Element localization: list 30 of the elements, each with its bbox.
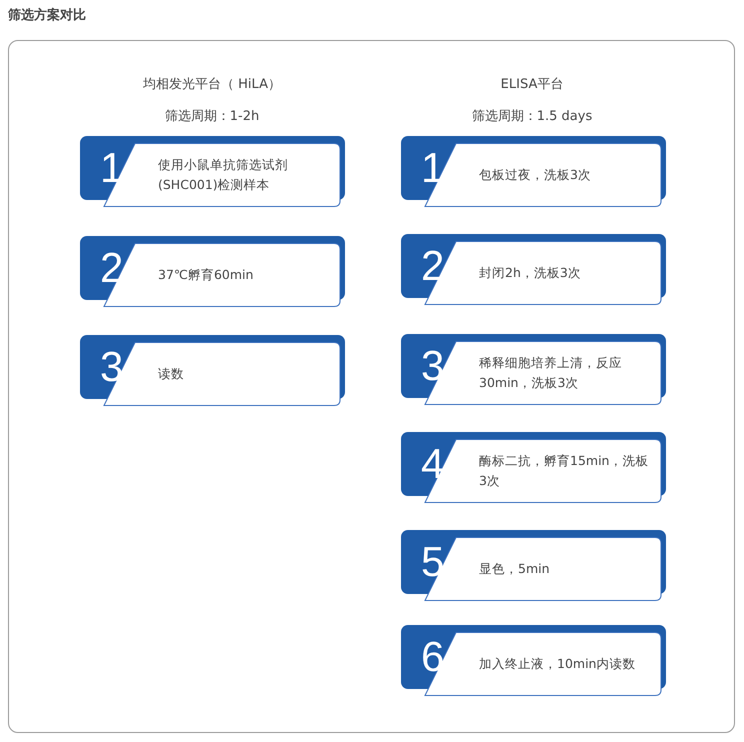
- page-title: 筛选方案对比: [8, 6, 86, 24]
- section-heading: ELISA平台: [500, 76, 564, 93]
- cycle-label: 筛选周期：1-2h: [164, 108, 260, 125]
- step-number: 4: [421, 442, 444, 486]
- step-card: [401, 530, 669, 602]
- step-number: 6: [421, 635, 444, 679]
- step-text: 37℃孵育60min: [158, 266, 254, 284]
- step-card: [401, 432, 669, 504]
- step-number: 3: [421, 344, 444, 388]
- step-card: [401, 334, 669, 406]
- step-text: 封闭2h，洗板3次: [479, 264, 582, 282]
- step-card: [80, 335, 348, 407]
- step-text: 显色，5min: [479, 560, 551, 578]
- step-number: 5: [421, 540, 444, 584]
- step-card: [401, 234, 669, 306]
- cycle-label: 筛选周期：1.5 days: [470, 108, 594, 125]
- step-card: [401, 136, 669, 208]
- step-text: 加入终止液，10min内读数: [479, 655, 636, 673]
- step-card: [80, 236, 348, 308]
- step-text: 读数: [158, 365, 185, 383]
- step-card: [80, 136, 348, 208]
- step-text: 包板过夜，洗板3次: [479, 166, 592, 184]
- section-heading: 均相发光平台（ HiLA）: [142, 76, 282, 93]
- step-text: 稀释细胞培养上清，反应30min，洗板3次: [479, 354, 623, 392]
- step-number: 2: [421, 244, 444, 288]
- step-text: 使用小鼠单抗筛选试剂(SHC001)检测样本: [158, 156, 289, 194]
- step-text: 酶标二抗，孵育15min，洗板3次: [479, 452, 650, 490]
- step-card: [401, 625, 669, 697]
- step-number: 2: [100, 246, 124, 290]
- step-number: 3: [100, 345, 124, 389]
